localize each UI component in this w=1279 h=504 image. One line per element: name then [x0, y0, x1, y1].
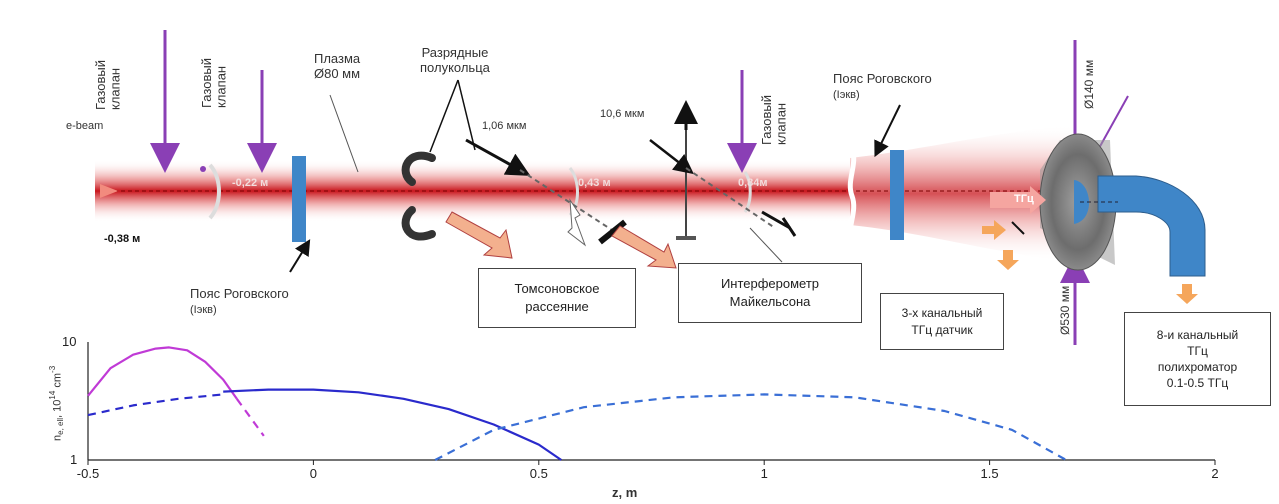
laser-106b-label: 10,6 мкм — [600, 108, 645, 120]
x-tick-label: -0.5 — [76, 466, 100, 481]
chart-series-line-0 — [87, 346, 238, 400]
x-tick-label: 1.5 — [980, 466, 999, 481]
ebeam-dot — [200, 166, 206, 172]
mirror-ring-left — [208, 163, 221, 220]
thz-split-arrow — [982, 220, 1006, 240]
plasma-pointer — [329, 94, 359, 173]
thz-splitter — [1011, 221, 1025, 235]
x-tick-label: 2 — [1211, 466, 1219, 481]
x-tick-label: 1 — [760, 466, 768, 481]
y-axis-label: ne, ell, 1014 cm-3 — [48, 365, 65, 441]
x-axis-label: z, m — [612, 485, 638, 500]
d140-label: Ø140 мм — [1082, 59, 1096, 109]
d530-label: Ø530 мм — [1058, 285, 1072, 335]
rogowski-pointer-right — [874, 104, 901, 158]
position-3: 0,84м — [738, 177, 768, 189]
orange-arrow-3ch — [997, 250, 1019, 270]
laser-106b-arrow — [649, 139, 694, 175]
position-start: -0,38 м — [104, 233, 141, 245]
laser-106-path — [519, 169, 616, 233]
plasma-column — [95, 125, 1080, 262]
thz-arrow-shape — [990, 186, 1046, 214]
laser-106-label: 1,06 мкм — [482, 120, 527, 132]
rogowski-label-bottom: Пояс Роговского(Iэкв) — [190, 286, 289, 316]
x-tick-label: 0 — [309, 466, 317, 481]
x-tick-label: 0.5 — [529, 466, 548, 481]
polychromator-waveguide — [1097, 175, 1206, 277]
rogowski-pointer-left — [289, 239, 311, 273]
thomson-lens — [567, 198, 587, 247]
chart-ticks — [87, 460, 1216, 465]
beam-dump — [598, 219, 627, 245]
rogowski-belt-left — [292, 156, 306, 242]
ebeam-label: e-beam — [66, 120, 104, 132]
chart-series-line-4 — [434, 393, 1067, 461]
y-tick-10: 10 — [62, 334, 77, 349]
discharge-pointer-2 — [457, 79, 476, 151]
orange-arrow-8ch — [1176, 284, 1198, 304]
rogowski-label-top: Пояс Роговского(Iэкв) — [833, 71, 932, 101]
chart-series-line-1 — [235, 398, 265, 437]
chart-series-group — [87, 346, 1067, 461]
michelson-pointer — [749, 227, 783, 263]
discharge-halfring-bottom — [401, 206, 436, 241]
chart-series-line-2 — [87, 393, 224, 417]
michelson-detector-cap — [781, 217, 797, 237]
laser-106-arrow — [465, 138, 531, 176]
position-2: 0,43 м — [578, 177, 611, 189]
position-1: -0,22 м — [232, 177, 269, 189]
michelson-detector — [761, 210, 791, 230]
thomson-arrow — [445, 211, 513, 259]
discharge-halfring-top — [401, 151, 436, 186]
chart-series-line-3 — [223, 388, 562, 461]
density-chart — [87, 342, 1216, 465]
thz-arrow-label: ТГц — [1014, 193, 1034, 205]
rogowski-belt-right — [890, 150, 904, 240]
discharge-pointer-1 — [429, 79, 459, 153]
michelson-arrow — [611, 225, 677, 269]
y-tick-1: 1 — [70, 452, 78, 467]
